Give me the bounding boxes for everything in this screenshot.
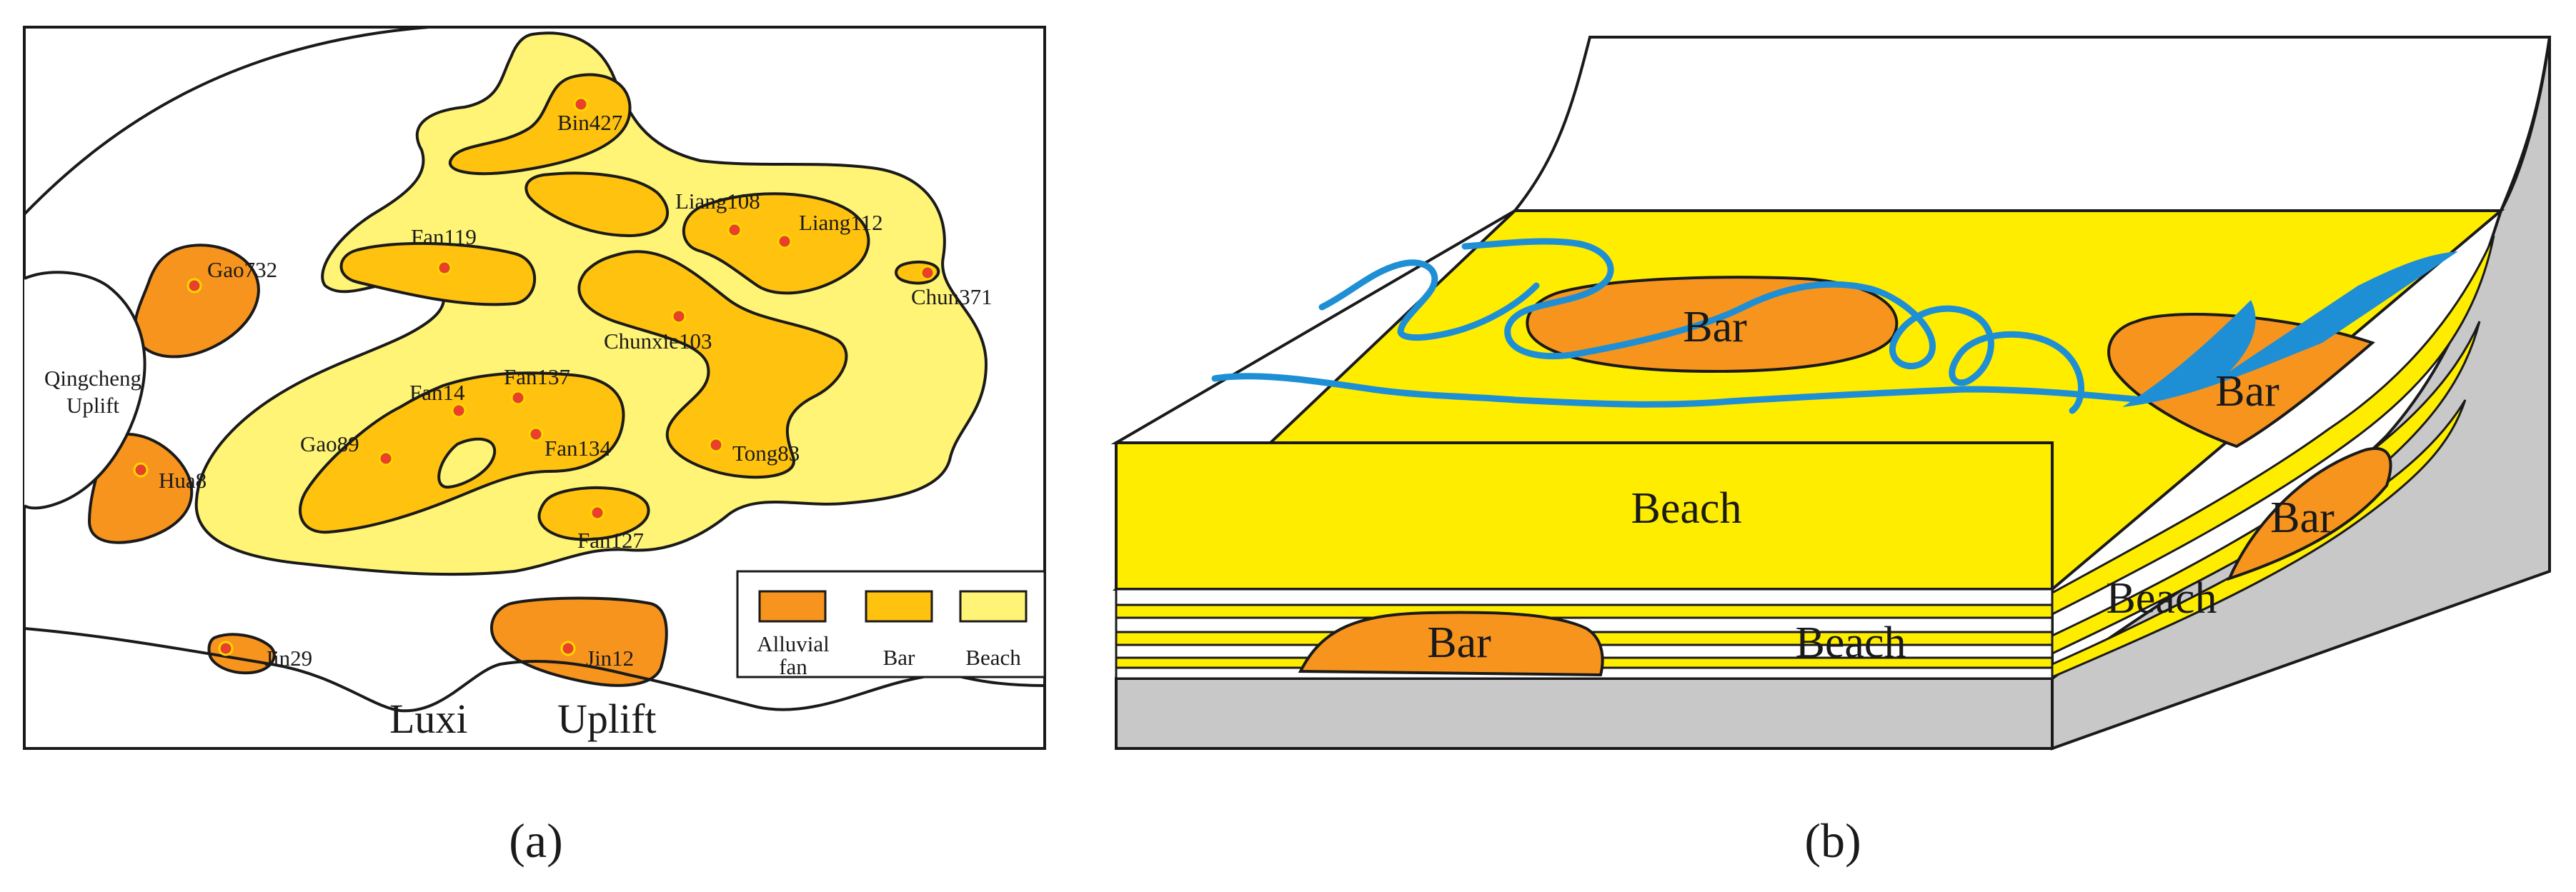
well-marker-fan134: [528, 426, 544, 442]
basement-front: [1115, 677, 2054, 750]
legend-swatch-beach: [959, 590, 1028, 623]
well-marker-liang112: [777, 234, 792, 249]
bar-chunxie103: [577, 250, 848, 479]
bar-right-side-lens: [2227, 447, 2392, 581]
front-stratum-2: [1115, 603, 2054, 619]
legend-label-bar: Bar: [883, 645, 915, 670]
well-label-liang108: Liang108: [675, 189, 760, 214]
well-label-bin427: Bin427: [557, 110, 622, 135]
river-mouth: [2122, 251, 2458, 407]
front-stratum-1: [1115, 588, 2054, 606]
caption-a: (a): [509, 813, 562, 868]
bar-inner-lens: [437, 437, 497, 488]
well-label-fan14: Fan14: [409, 380, 465, 405]
well-label-chunxie103: Chunxie103: [604, 329, 712, 354]
luxi-label-word2: Uplift: [557, 696, 657, 742]
hillside-surface: [1511, 36, 2552, 212]
legend-box: [736, 570, 1046, 678]
bar-liang108: [682, 192, 870, 295]
well-marker-chunxie103: [671, 309, 687, 324]
well-marker-tong83: [708, 437, 724, 453]
label-bar-right-top: Bar: [2215, 367, 2279, 416]
river-channel: [1211, 238, 2147, 414]
well-label-fan134: Fan134: [544, 436, 612, 461]
label-beach-lower: Beach: [1796, 618, 1906, 667]
legend-label-alluvial-fan-line2: fan: [779, 654, 807, 679]
basin-boundary-line: [23, 26, 429, 216]
well-label-fan119: Fan119: [411, 224, 477, 249]
label-beach-front: Beach: [1631, 484, 1742, 533]
well-marker-fan14: [451, 403, 467, 419]
front-face-beach: [1115, 441, 2054, 591]
luxi-uplift-boundary: [24, 627, 973, 713]
well-marker-gao732: [187, 278, 202, 294]
well-label-gao732: Gao732: [207, 257, 277, 282]
legend-label-beach: Beach: [965, 645, 1021, 670]
well-label-chun371: Chun371: [911, 284, 993, 309]
legend: Alluvial fan Bar Beach: [736, 570, 1046, 679]
strata-side-stripe-1: [2051, 235, 2495, 616]
panel-b-block: Bar Bar Bar Bar Beach Beach Beach (b): [1110, 36, 2552, 868]
bar-front-lens: [1298, 611, 1604, 677]
bar-fan119: [339, 241, 537, 306]
fan-gao732: [133, 244, 260, 359]
luxi-label-word1: Luxi: [389, 696, 468, 742]
well-label-gao89: Gao89: [300, 431, 359, 456]
label-beach-side: Beach: [2107, 574, 2217, 623]
well-marker-fan119: [437, 260, 452, 276]
well-marker-liang108: [727, 222, 742, 238]
well-marker-fan127: [590, 505, 605, 521]
well-marker-bin427: [573, 96, 589, 112]
qingcheng-label-line2: Uplift: [66, 393, 119, 418]
well-marker-chun371: [920, 265, 935, 281]
caption-b: (b): [1804, 813, 1861, 868]
qingcheng-uplift: [23, 271, 146, 510]
legend-swatch-alluvial-fan: [758, 590, 827, 623]
well-label-jin29: Jin29: [264, 646, 312, 671]
legend-swatch-bar: [865, 590, 933, 623]
legend-label-alluvial-fan-line1: Alluvial: [757, 631, 830, 656]
label-bar-top: Bar: [1683, 303, 1747, 351]
well-marker-hua8: [133, 462, 149, 478]
well-label-liang112: Liang112: [799, 210, 883, 235]
qingcheng-label-line1: Qingcheng: [44, 366, 141, 391]
bar-central-upper: [524, 171, 670, 238]
well-label-jin12: Jin12: [586, 646, 634, 671]
well-label-tong83: Tong83: [732, 441, 800, 466]
well-marker-jin29: [218, 641, 234, 656]
label-bar-right-side: Bar: [2270, 493, 2334, 542]
well-label-fan137: Fan137: [504, 364, 570, 389]
well-label-hua8: Hua8: [159, 468, 207, 493]
label-bar-front: Bar: [1427, 618, 1491, 667]
well-marker-jin12: [560, 641, 576, 656]
well-label-fan127: Fan127: [577, 528, 644, 553]
well-marker-fan137: [510, 390, 526, 406]
well-marker-gao89: [378, 451, 394, 466]
